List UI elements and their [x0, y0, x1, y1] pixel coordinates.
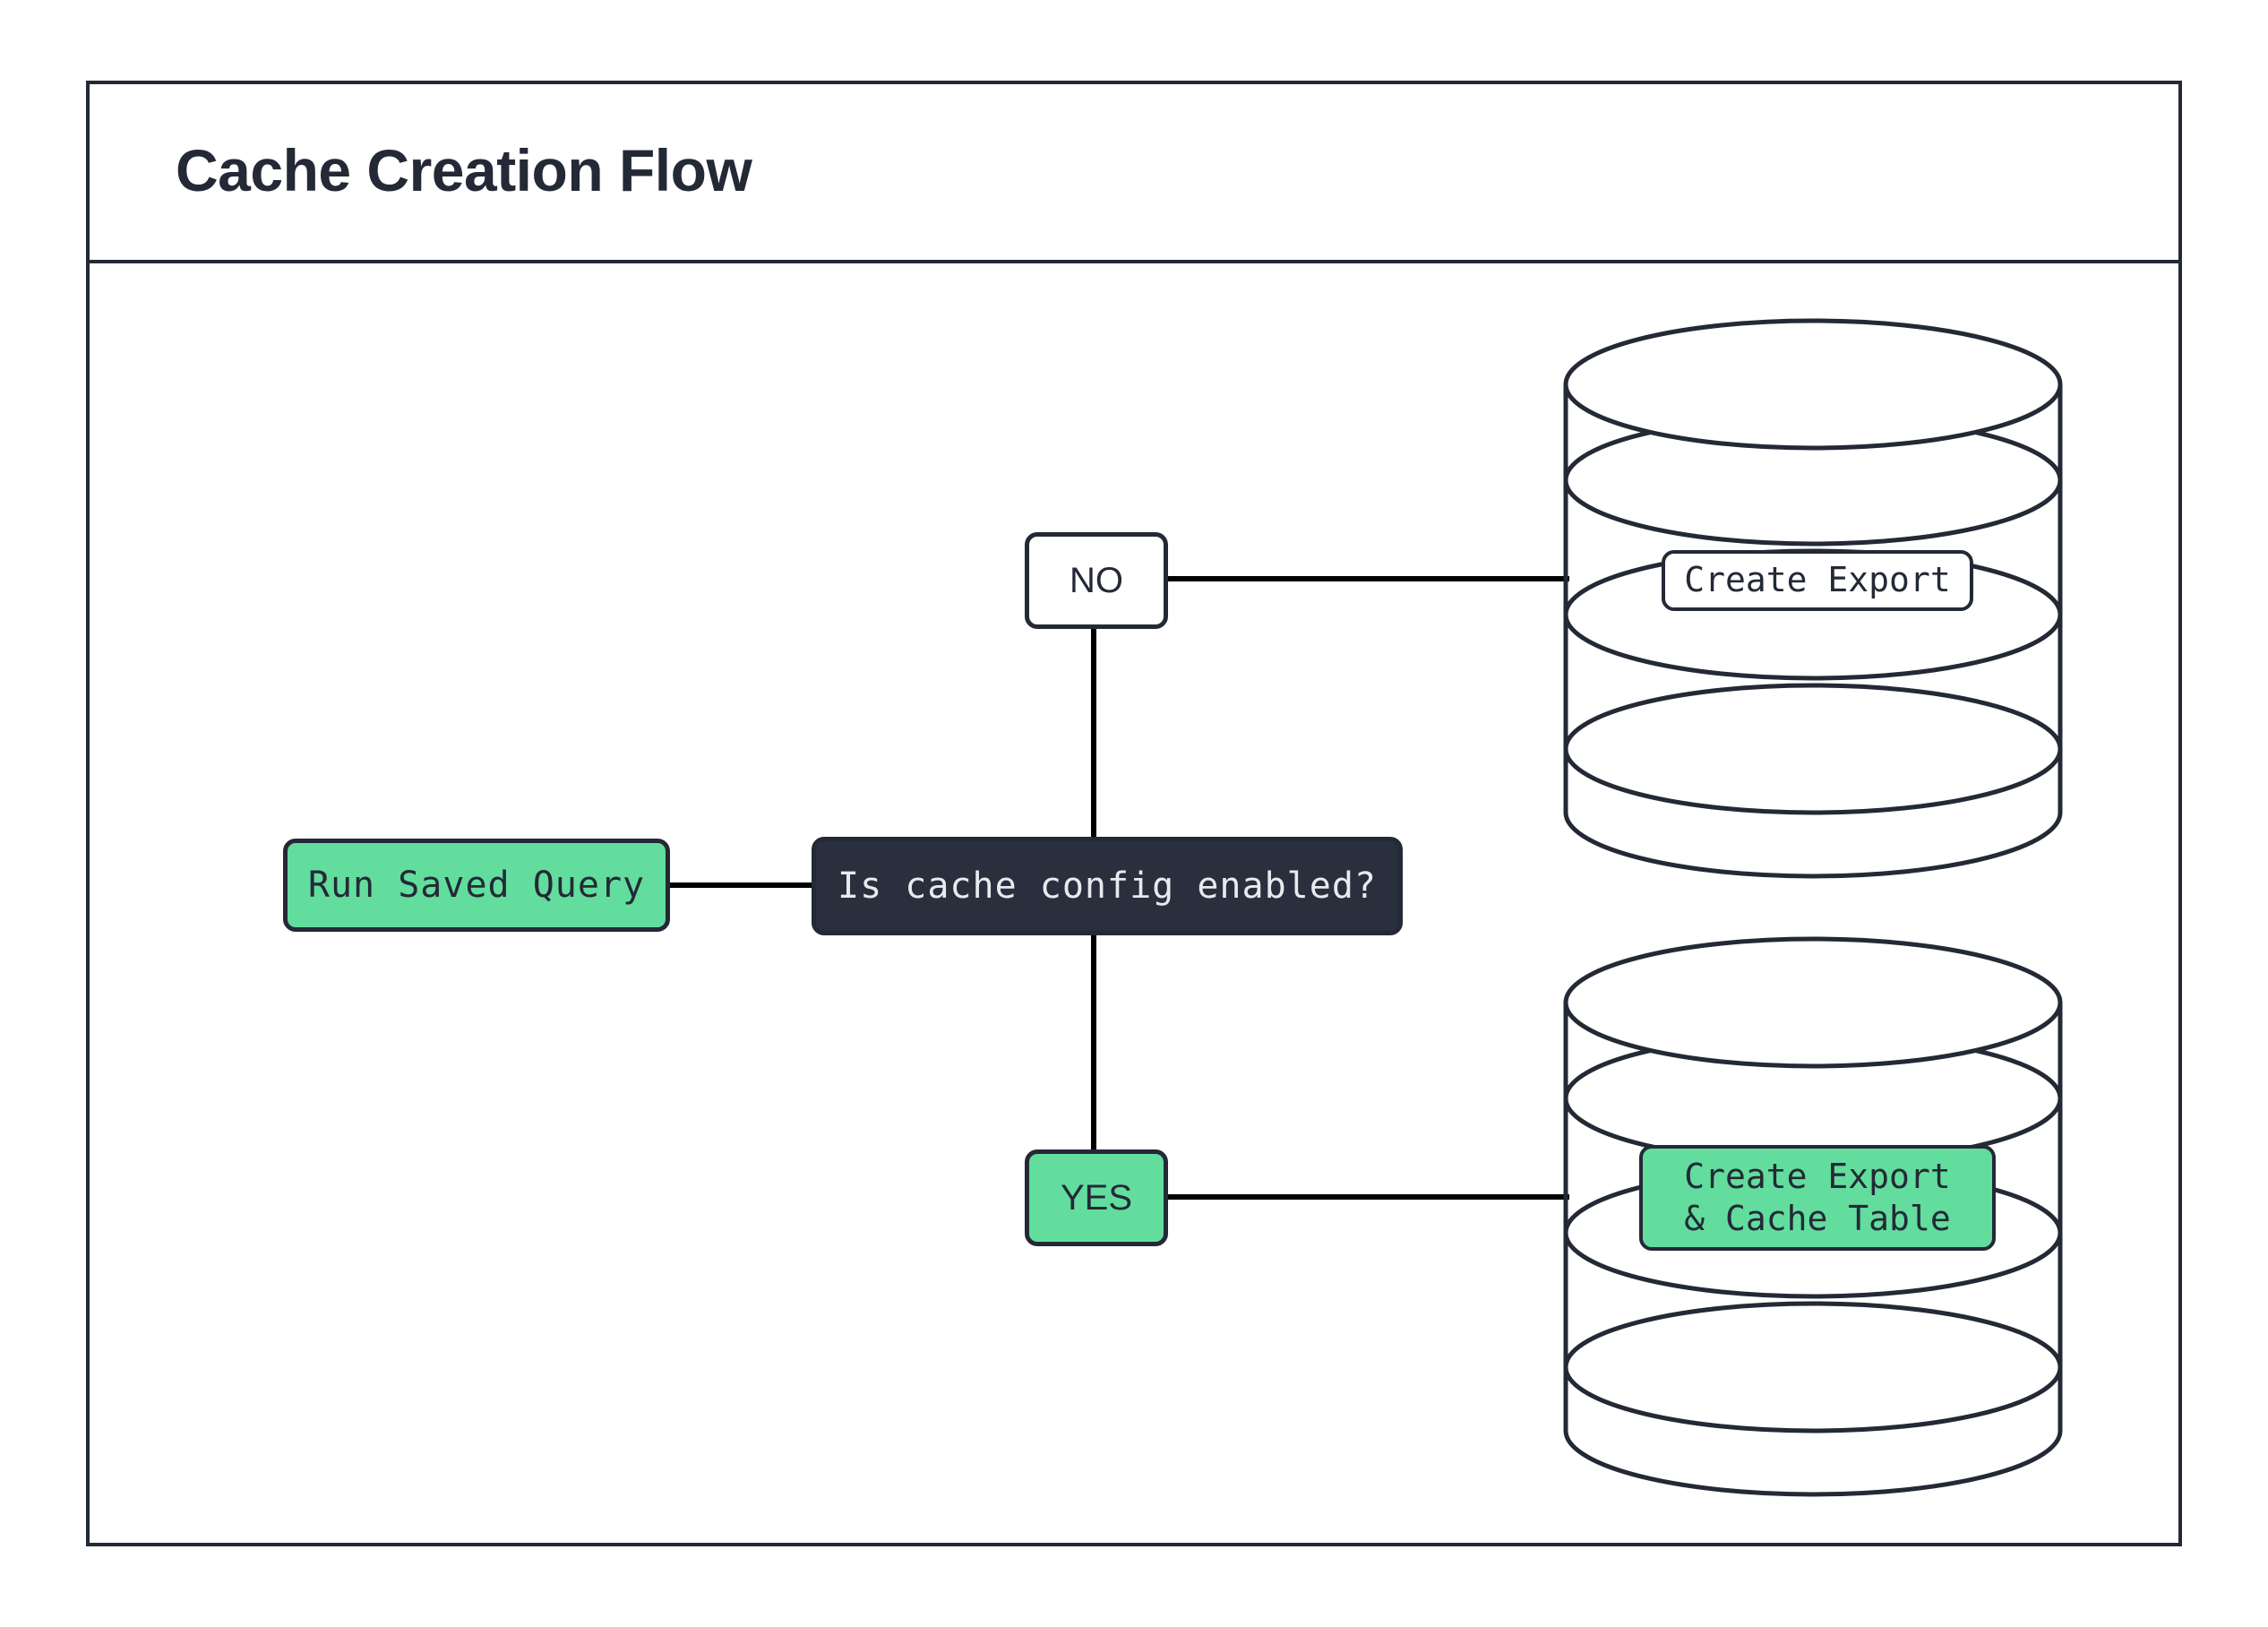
- db-label-create-export[interactable]: Create Export: [1662, 550, 1973, 611]
- page-title: Cache Creation Flow: [176, 137, 752, 203]
- edge-label-yes-text: YES: [1060, 1177, 1133, 1218]
- diagram-frame: [86, 81, 2182, 1546]
- edge-label-no-text: NO: [1070, 560, 1123, 600]
- node-run-saved-query[interactable]: Run Saved Query: [283, 839, 670, 932]
- node-run-saved-query-label: Run Saved Query: [307, 865, 646, 906]
- db-label-create-export-cache-table-line1: Create Export: [1684, 1156, 1951, 1196]
- db-label-create-export-text: Create Export: [1684, 560, 1951, 600]
- node-is-cache-config-enabled[interactable]: Is cache config enabled?: [812, 837, 1403, 935]
- edge-label-yes[interactable]: YES: [1025, 1149, 1168, 1246]
- node-decision-label: Is cache config enabled?: [838, 865, 1377, 907]
- edge-label-no[interactable]: NO: [1025, 532, 1168, 629]
- db-label-create-export-cache-table-line2: & Cache Table: [1684, 1199, 1951, 1238]
- diagram-title-bar: Cache Creation Flow: [86, 81, 2182, 263]
- db-label-create-export-cache-table[interactable]: Create Export & Cache Table: [1639, 1145, 1996, 1251]
